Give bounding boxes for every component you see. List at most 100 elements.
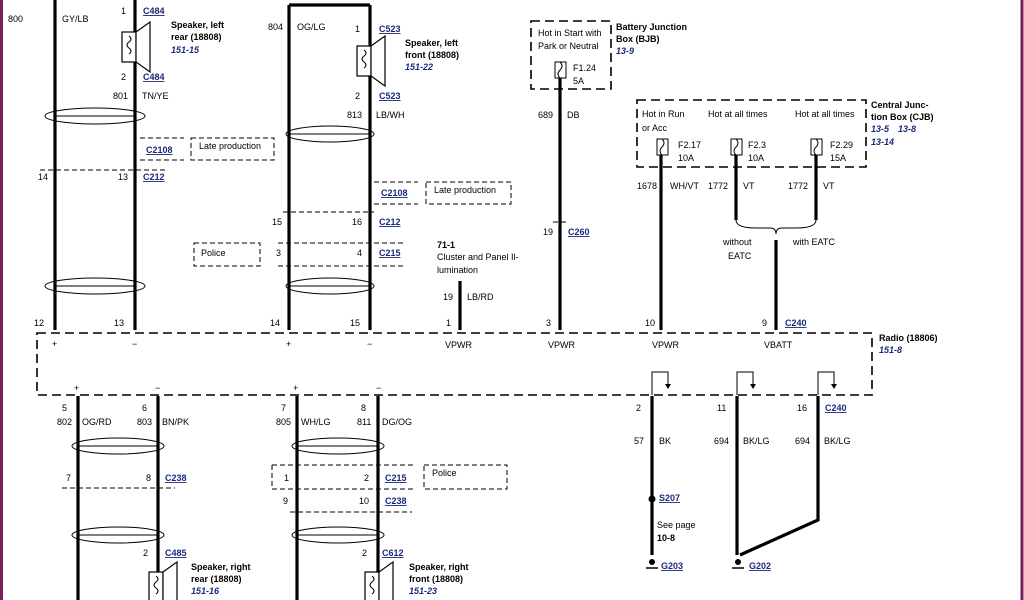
pin: 16 (352, 217, 362, 227)
wire-ogrd: OG/RD (82, 417, 112, 427)
fuse-f217-icon (656, 138, 669, 156)
wire-800: 800 (8, 14, 23, 24)
speaker-right-rear-icon (148, 560, 178, 600)
cjb-page-1: 13-5 (871, 124, 890, 134)
connector-c238: C238 (165, 473, 187, 483)
cluster-label-2: lumination (437, 265, 478, 275)
with-eatc-label: with EATC (792, 237, 835, 247)
polarity: − (132, 339, 137, 349)
fuse-f229-amp: 15A (830, 153, 846, 163)
wire-802: 802 (57, 417, 72, 427)
pin: 2 (121, 72, 126, 82)
speaker-left-front-icon (356, 34, 386, 88)
ground-g202: G202 (749, 561, 771, 571)
pin: 7 (66, 473, 71, 483)
speaker-left-rear-name-1: Speaker, left (171, 20, 224, 30)
wire-811: 811 (357, 417, 371, 427)
connector-c484-bottom: C484 (143, 72, 165, 82)
fuse-f23-icon (730, 138, 743, 156)
polarity: + (286, 339, 291, 349)
speaker-left-front-name-1: Speaker, left (405, 38, 458, 48)
see-page-ref: 10-8 (657, 533, 675, 543)
fuse-f124-amp: 5A (573, 76, 584, 86)
cjb-page-3: 13-14 (871, 137, 894, 147)
cluster-label-1: Cluster and Panel Il- (437, 252, 519, 262)
wire-1772a: 1772 (708, 181, 728, 191)
pin: 3 (276, 248, 281, 258)
splice-s207: S207 (659, 493, 680, 503)
connector-c240-top: C240 (785, 318, 807, 328)
polarity: − (376, 383, 381, 393)
speaker-right-rear-name-1: Speaker, right (191, 562, 251, 572)
cjb-hot-1a: Hot in Run (642, 109, 685, 119)
radio-page: 151-8 (879, 345, 902, 355)
without-label: without (722, 237, 752, 247)
connector-c260: C260 (568, 227, 590, 237)
wire-lbwh: LB/WH (376, 110, 405, 120)
fuse-f23-amp: 10A (748, 153, 764, 163)
wire-whlg: WH/LG (301, 417, 331, 427)
pin: 2 (364, 473, 369, 483)
police-2: Police (432, 468, 457, 478)
cjb-hot-3: Hot at all times (795, 109, 855, 119)
wire-57: 57 (634, 436, 644, 446)
polarity: + (74, 383, 79, 393)
connector-c212: C212 (143, 172, 165, 182)
pin: 4 (357, 248, 362, 258)
vpwr-2: VPWR (548, 340, 576, 350)
pin: 13 (118, 172, 128, 182)
wire-801: 801 (113, 91, 128, 101)
pin: 1 (355, 24, 360, 34)
fuse-f23: F2.3 (748, 140, 766, 150)
connector-c485: C485 (165, 548, 187, 558)
wire-694b: 694 (795, 436, 810, 446)
wire-bk: BK (659, 436, 671, 446)
speaker-right-rear-page: 151-16 (191, 586, 220, 596)
bjb-page: 13-9 (616, 46, 634, 56)
speaker-left-front-name-2: front (18808) (405, 50, 459, 60)
pin: 1 (284, 473, 289, 483)
ground-g202-icon (732, 559, 744, 569)
bjb-name-1: Battery Junction (616, 22, 687, 32)
wire-vt-b: VT (823, 181, 835, 191)
pin: 8 (361, 403, 366, 413)
vbatt: VBATT (764, 340, 793, 350)
speaker-left-front-page: 151-22 (405, 62, 433, 72)
pin: 1 (121, 6, 126, 16)
pin: 15 (272, 217, 282, 227)
wire-689: 689 (538, 110, 553, 120)
connector-c2108b: C2108 (381, 188, 408, 198)
pin: 12 (34, 318, 44, 328)
wire-804: 804 (268, 22, 283, 32)
wire-1772b: 1772 (788, 181, 808, 191)
left-front-speaker-circuit (278, 3, 406, 330)
connector-c212b: C212 (379, 217, 401, 227)
bjb-hot-1: Hot in Start with (538, 28, 602, 38)
fuse-f229-icon (810, 138, 823, 156)
speaker-right-rear-name-2: rear (18808) (191, 574, 242, 584)
cjb-hot-2: Hot at all times (708, 109, 768, 119)
wire-bklg-a: BK/LG (743, 436, 770, 446)
pin: 2 (636, 403, 641, 413)
pin: 13 (114, 318, 124, 328)
ground-g203-icon (646, 559, 658, 569)
wire-db: DB (567, 110, 580, 120)
option-bracket (735, 219, 817, 235)
pin: 6 (142, 403, 147, 413)
splice-s207-icon (648, 495, 656, 503)
internal-ground-icons (651, 371, 837, 395)
wire-805: 805 (276, 417, 291, 427)
connector-c612: C612 (382, 548, 404, 558)
bjb-name-2: Box (BJB) (616, 34, 660, 44)
connector-c215: C215 (379, 248, 401, 258)
eatc-label: EATC (728, 251, 752, 261)
cjb-hot-1b: or Acc (642, 123, 668, 133)
vpwr-3: VPWR (652, 340, 680, 350)
cjb-name-2: tion Box (CJB) (871, 112, 934, 122)
speaker-right-front-name-2: front (18808) (409, 574, 463, 584)
right-front-speaker-circuit (272, 396, 415, 600)
pin: 19 (543, 227, 553, 237)
wire-tnye: TN/YE (142, 91, 169, 101)
pin: 2 (143, 548, 148, 558)
